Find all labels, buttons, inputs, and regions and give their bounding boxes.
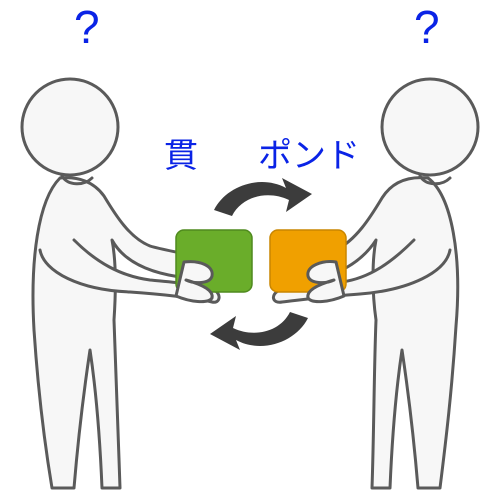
left-person-figure	[20, 77, 221, 490]
question-mark-left: ?	[74, 1, 100, 53]
arrow-bottom-icon	[210, 312, 308, 350]
right-head	[380, 77, 480, 177]
currency-label-left: 貫	[164, 137, 198, 175]
arrow-top-icon	[214, 178, 312, 216]
hands	[174, 260, 346, 304]
left-head	[20, 77, 120, 177]
exchange-arrows	[210, 178, 312, 350]
question-mark-right: ?	[414, 1, 440, 53]
currency-label-right: ポンド	[258, 137, 360, 175]
